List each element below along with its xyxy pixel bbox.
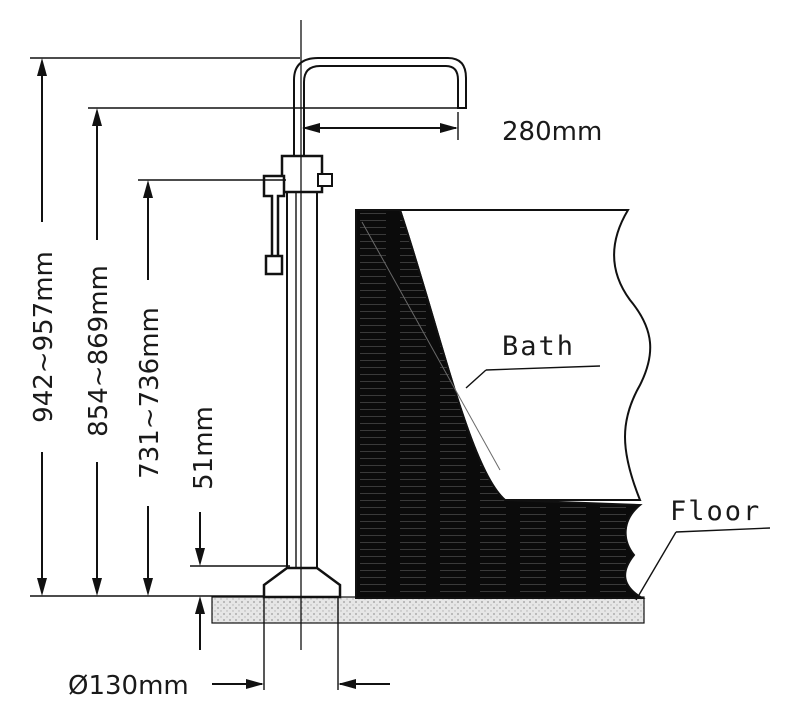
dimension-total-height <box>37 58 47 596</box>
handle-height-label: 731~736mm <box>135 307 165 479</box>
extension-lines <box>30 57 466 690</box>
total-height-label: 942~957mm <box>29 251 59 423</box>
bath-label: Bath <box>502 331 575 362</box>
freestanding-faucet <box>262 20 467 650</box>
dimension-base-diameter <box>212 679 390 689</box>
faucet-column <box>286 159 318 571</box>
bath-callout-leader <box>485 365 601 371</box>
bath-section <box>355 209 652 599</box>
spout-height-label: 854~869mm <box>84 265 114 437</box>
base-height-label: 51mm <box>189 406 219 490</box>
dimension-spout-reach <box>302 123 458 133</box>
bath-wall <box>355 209 646 599</box>
dimension-base-height <box>195 512 205 650</box>
base-diameter-label: Ø130mm <box>68 671 189 701</box>
dimension-handle-height <box>143 180 153 596</box>
floor-label: Floor <box>670 496 761 527</box>
floor-callout-leader <box>675 527 771 533</box>
floor-slab <box>211 596 645 624</box>
faucet-mixer-body <box>280 154 324 194</box>
faucet-lever-handle <box>262 174 286 264</box>
spout-reach-label: 280mm <box>502 117 602 147</box>
faucet-spout <box>293 57 467 161</box>
dimension-spout-height <box>92 108 102 596</box>
faucet-base <box>262 566 342 599</box>
